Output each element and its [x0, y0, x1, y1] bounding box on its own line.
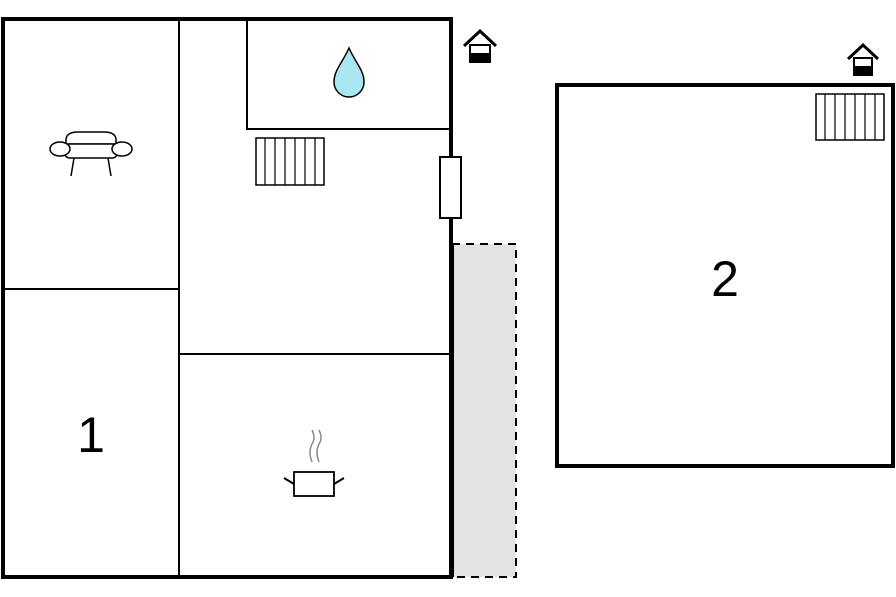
bathroom-walls: [246, 19, 451, 130]
kitchen-pot-icon: [283, 429, 345, 497]
sofa-icon: [49, 131, 133, 177]
building-1-label: 1: [77, 407, 105, 463]
radiator-icon: [255, 137, 325, 186]
building-2-outline: [555, 83, 895, 468]
terrace: [451, 243, 517, 578]
window: [439, 156, 462, 219]
entrance-house-icon: [462, 28, 498, 63]
water-drop-icon: [333, 46, 365, 98]
building-2-label: 2: [711, 251, 739, 307]
building-1-outline: [1, 17, 453, 579]
radiator-icon: [815, 93, 885, 141]
entrance-house-icon: [846, 42, 880, 76]
